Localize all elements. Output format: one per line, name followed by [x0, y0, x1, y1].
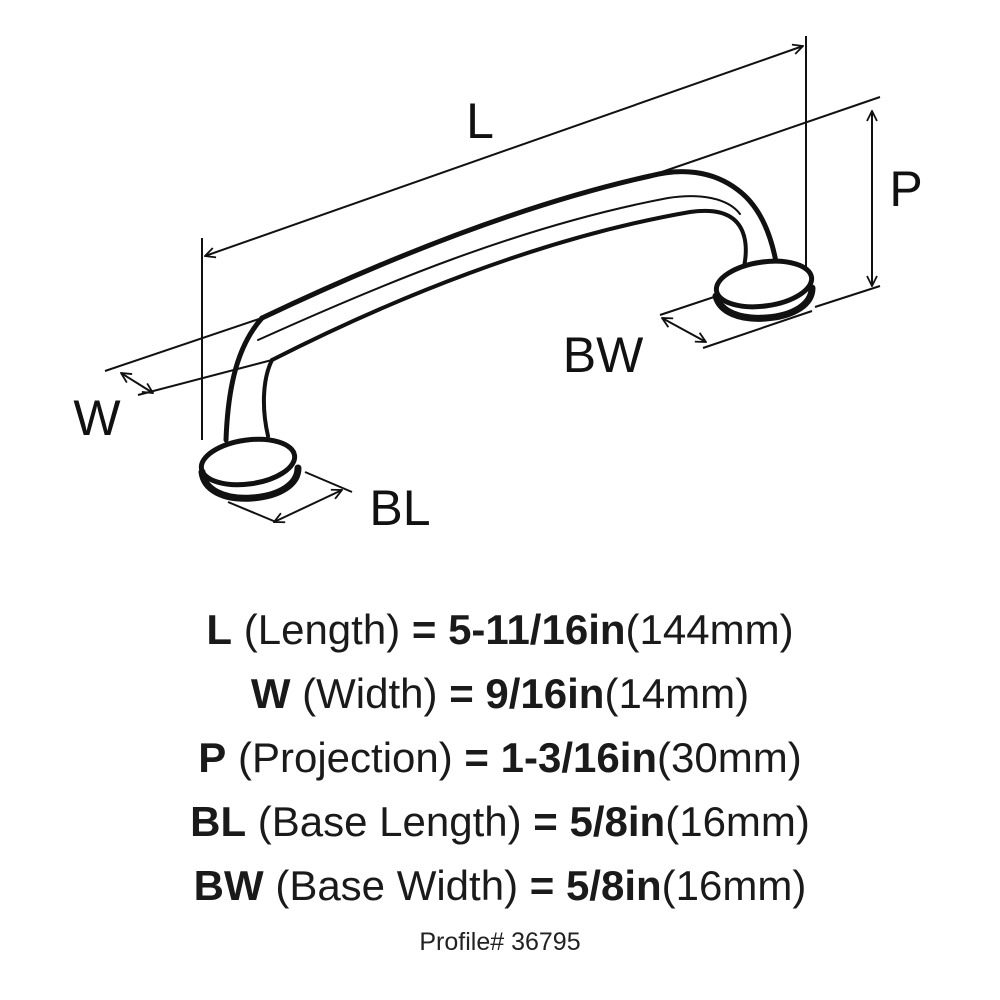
handle-bar-inner-edge: [270, 208, 746, 362]
spec-imperial: 1-3/16in: [500, 734, 658, 781]
handle-left-leg-outer: [223, 315, 265, 443]
dimension-spec-list: L (Length) = 5-11/16in(144mm) W (Width) …: [0, 598, 1000, 918]
projection-label: P: [889, 161, 922, 217]
spec-name: (Base Width): [275, 862, 519, 909]
cabinet-pull-handle: [223, 169, 803, 443]
base-width-extension-1: [659, 294, 721, 316]
spec-imperial: 5/8in: [569, 798, 666, 845]
spec-code: BL: [190, 798, 247, 845]
base-length-extension-right: [304, 471, 353, 493]
right-base-top: [713, 258, 815, 310]
spec-metric: (16mm): [661, 862, 807, 909]
spec-metric: (144mm): [625, 606, 794, 653]
base-length-extension-left: [227, 501, 277, 523]
spec-row-length: L (Length) = 5-11/16in(144mm): [0, 598, 1000, 662]
spec-metric: (30mm): [657, 734, 802, 781]
spec-imperial: 9/16in: [485, 670, 605, 717]
handle-left-leg-inner: [261, 358, 274, 438]
spec-equals: =: [529, 862, 555, 909]
spec-row-width: W (Width) = 9/16in(14mm): [0, 662, 1000, 726]
base-width-dimension-arrow: [662, 318, 706, 342]
projection-extension-top: [649, 96, 881, 177]
base-length-dimension-arrow: [274, 490, 342, 522]
width-label: W: [73, 390, 121, 446]
spec-code: W: [250, 670, 291, 717]
spec-name: (Length): [243, 606, 401, 653]
spec-code: BW: [193, 862, 264, 909]
base-width-label: BW: [563, 327, 644, 383]
spec-metric: (16mm): [665, 798, 810, 845]
spec-name: (Projection): [237, 734, 453, 781]
spec-equals: =: [533, 798, 558, 845]
spec-equals: =: [411, 606, 437, 653]
handle-right-base: [712, 258, 816, 322]
width-extension-outer: [104, 317, 263, 372]
base-width-extension-2: [702, 310, 813, 349]
width-dimension-arrow: [121, 373, 153, 393]
spec-imperial: 5-11/16in: [448, 606, 626, 653]
spec-name: (Base Length): [257, 798, 522, 845]
dimension-lines: [104, 36, 881, 523]
width-extension-inner: [137, 359, 273, 396]
profile-number: Profile# 36795: [419, 928, 581, 956]
handle-left-base: [198, 436, 302, 502]
handle-bar-top-edge: [259, 173, 653, 321]
right-base-rim: [712, 284, 816, 322]
spec-metric: (14mm): [604, 670, 750, 717]
left-base-top: [198, 436, 298, 488]
left-base-rim: [198, 464, 302, 502]
projection-extension-bottom: [814, 285, 881, 308]
spec-imperial: 5/8in: [565, 862, 662, 909]
spec-equals: =: [464, 734, 489, 781]
spec-row-base-length: BL (Base Length) = 5/8in(16mm): [0, 790, 1000, 854]
base-length-label: BL: [369, 480, 430, 536]
length-label: L: [466, 93, 494, 149]
spec-name: (Width): [302, 670, 438, 717]
spec-code: L: [206, 606, 233, 653]
spec-row-projection: P (Projection) = 1-3/16in(30mm): [0, 726, 1000, 790]
length-dimension-arrow: [205, 46, 803, 256]
spec-row-base-width: BW (Base Width) = 5/8in(16mm): [0, 854, 1000, 918]
spec-equals: =: [449, 670, 474, 717]
spec-code: P: [198, 734, 227, 781]
